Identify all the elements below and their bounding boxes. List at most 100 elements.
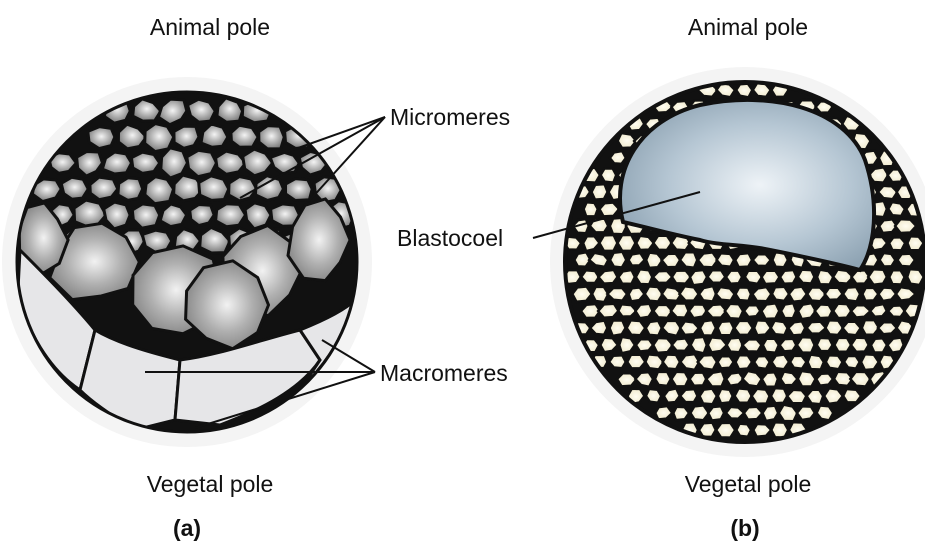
blastula-cell — [888, 305, 905, 317]
blastula-cell — [707, 270, 725, 283]
blastula-cell — [690, 270, 707, 285]
blastula-cell — [599, 235, 617, 251]
animal-pole-label-a: Animal pole — [150, 14, 270, 40]
blastula-cell — [761, 303, 779, 319]
blastula-cell — [763, 339, 779, 353]
blastula-cell — [609, 355, 626, 368]
blastula-cell — [797, 337, 815, 353]
blastula-cell — [833, 304, 851, 319]
blastula-cell — [742, 339, 761, 351]
embryo-b — [564, 82, 925, 442]
blastula-cell — [736, 287, 752, 301]
micromere-cell — [286, 179, 313, 201]
blastula-cell — [646, 321, 662, 336]
micromere-cell — [88, 127, 115, 149]
blastula-cell — [726, 271, 742, 284]
micromere-cell — [118, 178, 143, 201]
blastula-cell — [789, 287, 807, 302]
blastula-cell — [744, 407, 763, 420]
blastula-cell — [808, 355, 824, 370]
blastula-cell — [691, 337, 707, 353]
blastula-cell — [672, 338, 690, 351]
blastula-cell — [716, 287, 735, 301]
blastula-cell — [843, 322, 861, 336]
blastula-cell — [680, 389, 697, 402]
micromere-cell — [190, 205, 215, 226]
blastula-cell — [735, 388, 752, 402]
blastula-cell — [671, 304, 689, 318]
blastula-cell — [736, 84, 752, 98]
blastula-cell — [807, 322, 827, 334]
blastula-cell — [629, 253, 645, 266]
blastula-cell — [771, 388, 788, 403]
blastula-cell — [598, 304, 618, 318]
blastula-cell — [889, 237, 905, 250]
blastula-cell — [627, 355, 645, 369]
blastula-cell — [787, 390, 806, 404]
blastula-cell — [725, 304, 743, 319]
blastula-cell — [753, 254, 771, 266]
panel-label-b: (b) — [730, 515, 759, 541]
blastula-cell — [636, 269, 653, 284]
blastula-cell — [618, 270, 635, 284]
embryo-a — [17, 92, 357, 432]
animal-pole-label-b: Animal pole — [688, 14, 808, 40]
micromere-cell — [145, 177, 174, 204]
micromeres-label: Micromeres — [390, 104, 510, 130]
blastula-cell — [655, 372, 671, 386]
blastula-cell — [727, 338, 743, 353]
blastula-cell — [698, 252, 718, 267]
blastula-cell — [700, 320, 716, 336]
blastula-cell — [718, 389, 733, 404]
blastocoel-label: Blastocoel — [397, 225, 503, 251]
blastula-cell — [888, 202, 905, 216]
blastula-cell — [700, 389, 717, 405]
blastula-cell — [610, 151, 626, 164]
vegetal-pole-label-b: Vegetal pole — [685, 471, 812, 497]
blastula-cell — [889, 270, 904, 284]
blastula-cell — [690, 373, 707, 386]
blastula-cell — [772, 355, 790, 370]
blastula-cell — [880, 253, 896, 267]
blastula-cell — [680, 321, 699, 335]
blastula-cell — [735, 253, 752, 267]
blastula-cell — [744, 305, 760, 317]
blastula-cell — [763, 406, 779, 421]
blastula-cell — [592, 184, 608, 200]
blastula-cell — [762, 372, 778, 387]
blastula-cell — [862, 288, 878, 301]
micromere-cell — [131, 152, 159, 173]
blastula-cell — [689, 304, 707, 318]
blastula-cell — [752, 389, 770, 404]
blastula-cell — [708, 406, 724, 420]
blastula-cell — [798, 270, 815, 284]
micromere-cell — [187, 150, 217, 176]
blastula-cell — [826, 355, 843, 369]
micromere-cell — [174, 126, 199, 148]
blastula-cell — [824, 388, 843, 404]
blastula-cell — [843, 287, 860, 302]
micromere-cell — [216, 204, 246, 227]
panel-label-a: (a) — [173, 515, 201, 541]
blastula-cell — [717, 253, 735, 267]
blastula-cell — [780, 270, 797, 284]
blastula-cell — [645, 286, 663, 301]
blastula-cell — [618, 235, 636, 251]
blastula-cell — [754, 356, 770, 369]
blastula-cell — [601, 168, 617, 182]
blastula-cell — [878, 322, 897, 334]
blastula-cell — [572, 287, 592, 302]
blastula-cell — [745, 271, 762, 284]
blastula-cell — [844, 356, 860, 369]
micromere-cell — [161, 148, 188, 178]
blastula-cell — [690, 405, 709, 420]
blastula-cell — [718, 356, 734, 368]
blastula-cell — [797, 406, 815, 420]
blastula-cell — [780, 339, 797, 352]
blastula-cell — [907, 269, 924, 285]
blastula-cell — [753, 424, 771, 437]
blastula-cell — [781, 303, 796, 318]
blastula-cell — [772, 287, 789, 301]
blastula-cell — [663, 355, 680, 370]
micromere-cell — [132, 204, 159, 228]
